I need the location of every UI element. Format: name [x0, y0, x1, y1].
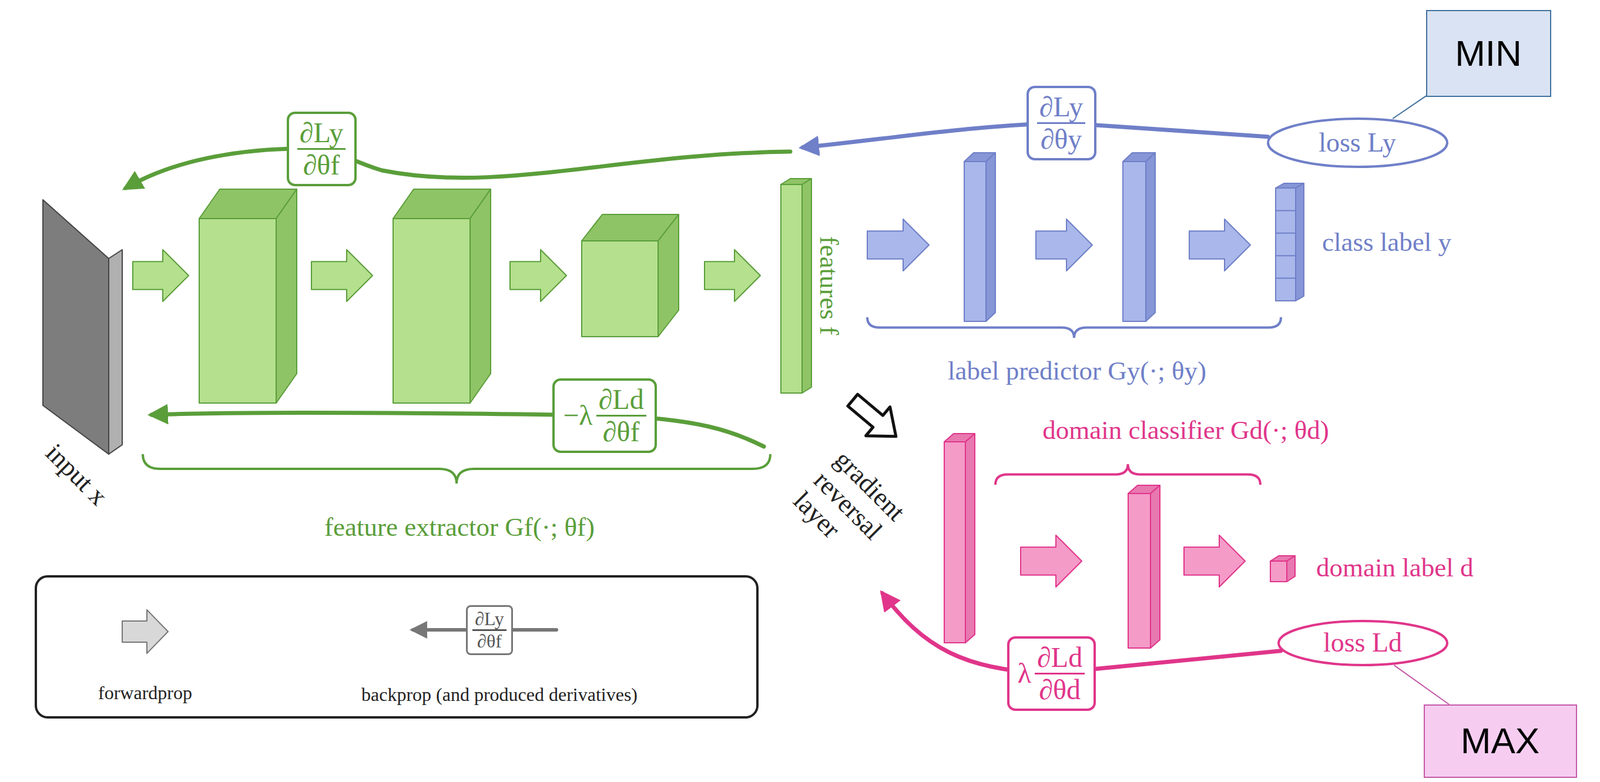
- numerator: ∂Ly: [297, 117, 346, 150]
- forward-arrow: [510, 249, 567, 302]
- legend-derivative-box: ∂Ly∂θf: [465, 605, 513, 656]
- denominator: ∂θf: [474, 631, 505, 652]
- callout-box: MAX: [1423, 704, 1578, 778]
- derivative-box: λ∂Ld∂θd: [1007, 636, 1096, 711]
- reversal-arrow: [840, 386, 909, 452]
- callout-box: MIN: [1426, 9, 1552, 97]
- legend-frame: [35, 576, 758, 718]
- backprop-arrow: [802, 122, 1062, 148]
- forward-arrow: [867, 219, 929, 271]
- brace: [995, 464, 1261, 485]
- node-text: MAX: [1460, 721, 1540, 761]
- numerator: ∂Ld: [596, 384, 647, 417]
- coefficient: −λ: [562, 400, 593, 431]
- layer-label: gradient reversal layer: [787, 444, 911, 568]
- legend-text: backprop (and produced derivatives): [361, 684, 638, 706]
- derivative-box: ∂Ly∂θy: [1026, 85, 1097, 161]
- predictor-layer: [985, 152, 996, 322]
- domain-layer: [944, 441, 966, 643]
- features-bar: [802, 178, 812, 394]
- denominator: ∂θd: [1036, 674, 1083, 706]
- forward-arrow: [132, 249, 189, 302]
- feature-layer: [199, 218, 277, 404]
- output-label: class label y: [1322, 227, 1452, 258]
- domain-layer: [1150, 485, 1160, 649]
- connector: [1096, 125, 1269, 137]
- brace: [142, 454, 771, 484]
- feature-layer: [470, 189, 491, 404]
- feature-layer: [581, 240, 659, 337]
- output-cell: [1275, 255, 1296, 257]
- forward-arrow: [1189, 219, 1251, 271]
- input-slab: [108, 249, 123, 455]
- module-label: domain classifier Gd(·; θd): [1042, 416, 1330, 446]
- feature-layer: [276, 189, 297, 404]
- feature-layer: [658, 214, 679, 337]
- denominator: ∂θy: [1038, 123, 1085, 155]
- connector: [1394, 665, 1449, 705]
- output-cell: [1275, 232, 1296, 234]
- domain-layer: [1128, 493, 1151, 649]
- features-bar: [780, 184, 803, 394]
- legend-forward-sample: [122, 609, 169, 654]
- backprop-arrow: [151, 412, 764, 447]
- numerator: ∂Ld: [1034, 642, 1085, 675]
- connector: [1393, 96, 1427, 119]
- layer-label: features f: [813, 236, 844, 336]
- legend-text: forwardprop: [98, 682, 193, 704]
- domain-output: [1286, 555, 1296, 582]
- output-cell: [1275, 209, 1296, 211]
- predictor-layer: [1145, 152, 1156, 322]
- loss-ellipse: loss Ld: [1276, 618, 1450, 668]
- domain-output: [1270, 561, 1287, 582]
- brace: [867, 317, 1281, 338]
- forward-arrow: [311, 249, 373, 302]
- derivative-box: ∂Ly∂θf: [286, 111, 357, 187]
- module-label: label predictor Gy(·; θy): [947, 356, 1207, 387]
- output-layer: [1295, 183, 1304, 301]
- node-text: loss Ly: [1318, 128, 1397, 158]
- denominator: ∂θf: [600, 416, 643, 448]
- input-slab: [42, 199, 109, 455]
- module-label: feature extractor Gf(·; θf): [324, 512, 595, 543]
- input-label: input x: [39, 438, 113, 512]
- denominator: ∂θf: [300, 149, 343, 181]
- loss-ellipse: loss Ly: [1265, 116, 1450, 170]
- output-layer: [1275, 188, 1296, 301]
- output-cell: [1275, 277, 1296, 280]
- connector: [1095, 651, 1281, 670]
- domain-layer: [965, 433, 975, 643]
- backprop-arrow: [125, 148, 791, 189]
- forward-arrow: [1183, 535, 1246, 587]
- predictor-layer: [1122, 161, 1146, 322]
- numerator: ∂Ly: [1037, 91, 1086, 124]
- derivative-box: −λ∂Ld∂θf: [552, 378, 657, 454]
- forward-arrow: [1020, 535, 1082, 587]
- node-text: loss Ld: [1323, 628, 1402, 658]
- coefficient: λ: [1017, 658, 1032, 689]
- forward-arrow: [704, 249, 761, 302]
- predictor-layer: [964, 161, 986, 322]
- output-label: domain label d: [1316, 553, 1474, 583]
- numerator: ∂Ly: [472, 608, 507, 632]
- node-text: MIN: [1454, 34, 1522, 74]
- feature-layer: [393, 218, 471, 404]
- forward-arrow: [1035, 219, 1093, 271]
